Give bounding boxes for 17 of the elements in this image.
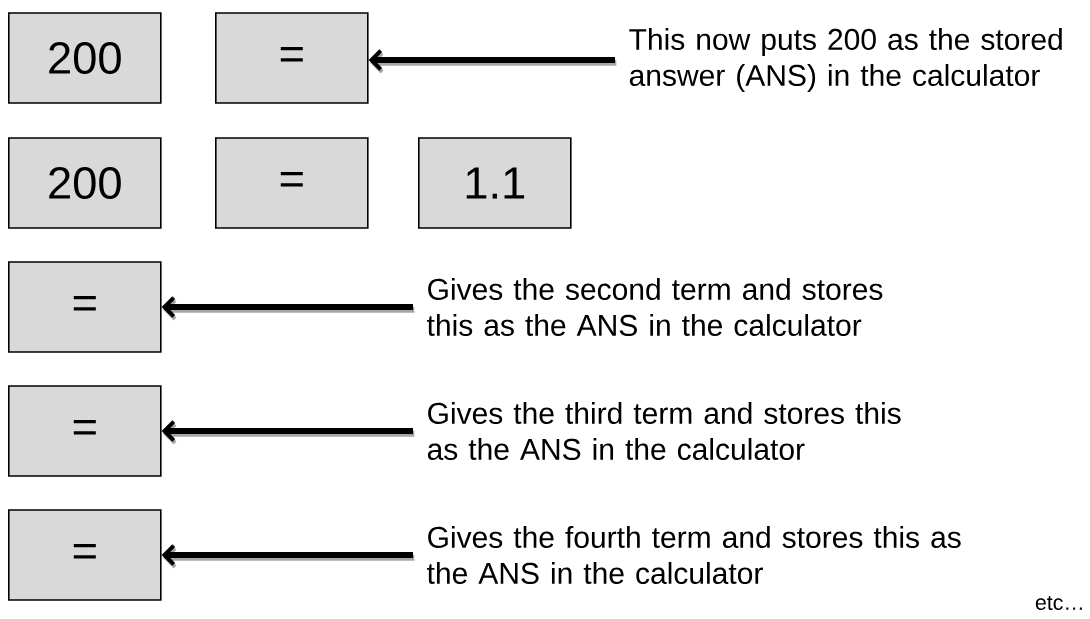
annotation-text: Gives the third term and stores this as the ANS in the calculator — [427, 402, 901, 460]
calculator-key: = — [215, 12, 369, 104]
calculator-key: = — [8, 261, 162, 353]
continuation-note: etc… — [1035, 596, 1082, 610]
calculator-key: 1.1 — [418, 137, 572, 229]
arrow — [161, 296, 415, 321]
annotation-text: Gives the fourth term and stores this as the ANS in the calculator — [427, 526, 961, 584]
arrow — [161, 544, 415, 569]
annotation-text: This now puts 200 as the stored answer (ANS) in the calculator — [629, 28, 1062, 92]
calculator-key: 200 — [8, 137, 162, 229]
annotation-text: Gives the second term and stores this as the ANS in the calculator — [427, 278, 883, 336]
arrow — [161, 420, 415, 445]
calculator-key: = — [215, 137, 369, 229]
arrow — [368, 49, 617, 74]
calculator-key: = — [8, 509, 162, 601]
calculator-key: = — [8, 385, 162, 477]
calculator-key: 200 — [8, 12, 162, 104]
